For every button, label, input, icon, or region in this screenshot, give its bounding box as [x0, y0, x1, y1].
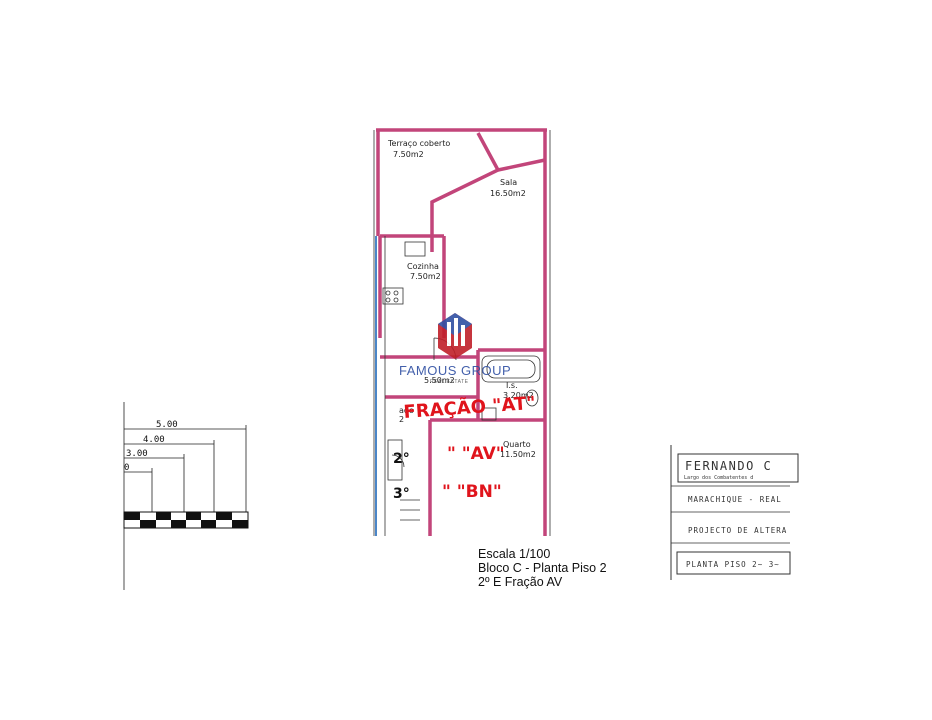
annotation-av: " "AV" [447, 444, 505, 464]
caption-scale: Escala 1/100 [478, 547, 551, 561]
title-block-plan: PLANTA PISO 2~ 3~ [686, 560, 780, 569]
watermark-brand: FAMOUS GROUP [399, 363, 511, 378]
floor-plan: Terraço coberto 7.50m2 Sala 16.50m2 Cozi… [373, 128, 551, 536]
title-block: FERNANDO C Largo dos Combatentes d MARAC… [670, 445, 799, 580]
plan-caption: Escala 1/100 Bloco C - Planta Piso 2 2º … [478, 547, 607, 589]
title-block-project: PROJECTO DE ALTERA [688, 526, 787, 535]
room-name-partial: ado [399, 406, 414, 415]
room-area-hall: 5.50m2 [424, 376, 455, 385]
room-name-terraco: Terraço coberto [387, 139, 450, 148]
room-name-sala: Sala [500, 178, 517, 187]
annotation-floor-2: 2° [393, 451, 410, 467]
annotation-bn: " "BN" [442, 482, 502, 502]
room-area-sala: 16.50m2 [490, 189, 526, 198]
title-block-address: Largo dos Combatentes d [684, 475, 753, 481]
scale-label-3: 3.00 [126, 449, 148, 459]
title-block-location: MARACHIQUE - REAL [688, 495, 782, 504]
watermark-logo: FAMOUS GROUP REAL ESTATE [399, 313, 511, 385]
caption-fraction: 2º E Fração AV [478, 575, 563, 589]
title-block-name: FERNANDO C [685, 459, 772, 473]
room-area-partial: 2 [399, 415, 404, 424]
room-area-cozinha: 7.50m2 [410, 272, 441, 281]
watermark-sub: REAL ESTATE [430, 379, 469, 385]
scale-label-4: 4.00 [143, 435, 165, 445]
scale-label-0: 0 [124, 463, 129, 473]
room-name-is: I.s. [506, 381, 518, 390]
scale-bar: 5.00 4.00 3.00 0 [123, 402, 249, 590]
room-name-quarto: Quarto [503, 440, 531, 449]
room-area-quarto: 11.50m2 [500, 450, 536, 459]
annotation-floor-3: 3° [393, 486, 410, 502]
room-name-cozinha: Cozinha [407, 262, 439, 271]
room-area-is: 3.20m2 [503, 391, 534, 400]
caption-block: Bloco C - Planta Piso 2 [478, 561, 607, 575]
scale-label-5: 5.00 [156, 420, 178, 430]
room-area-terraco: 7.50m2 [393, 150, 424, 159]
